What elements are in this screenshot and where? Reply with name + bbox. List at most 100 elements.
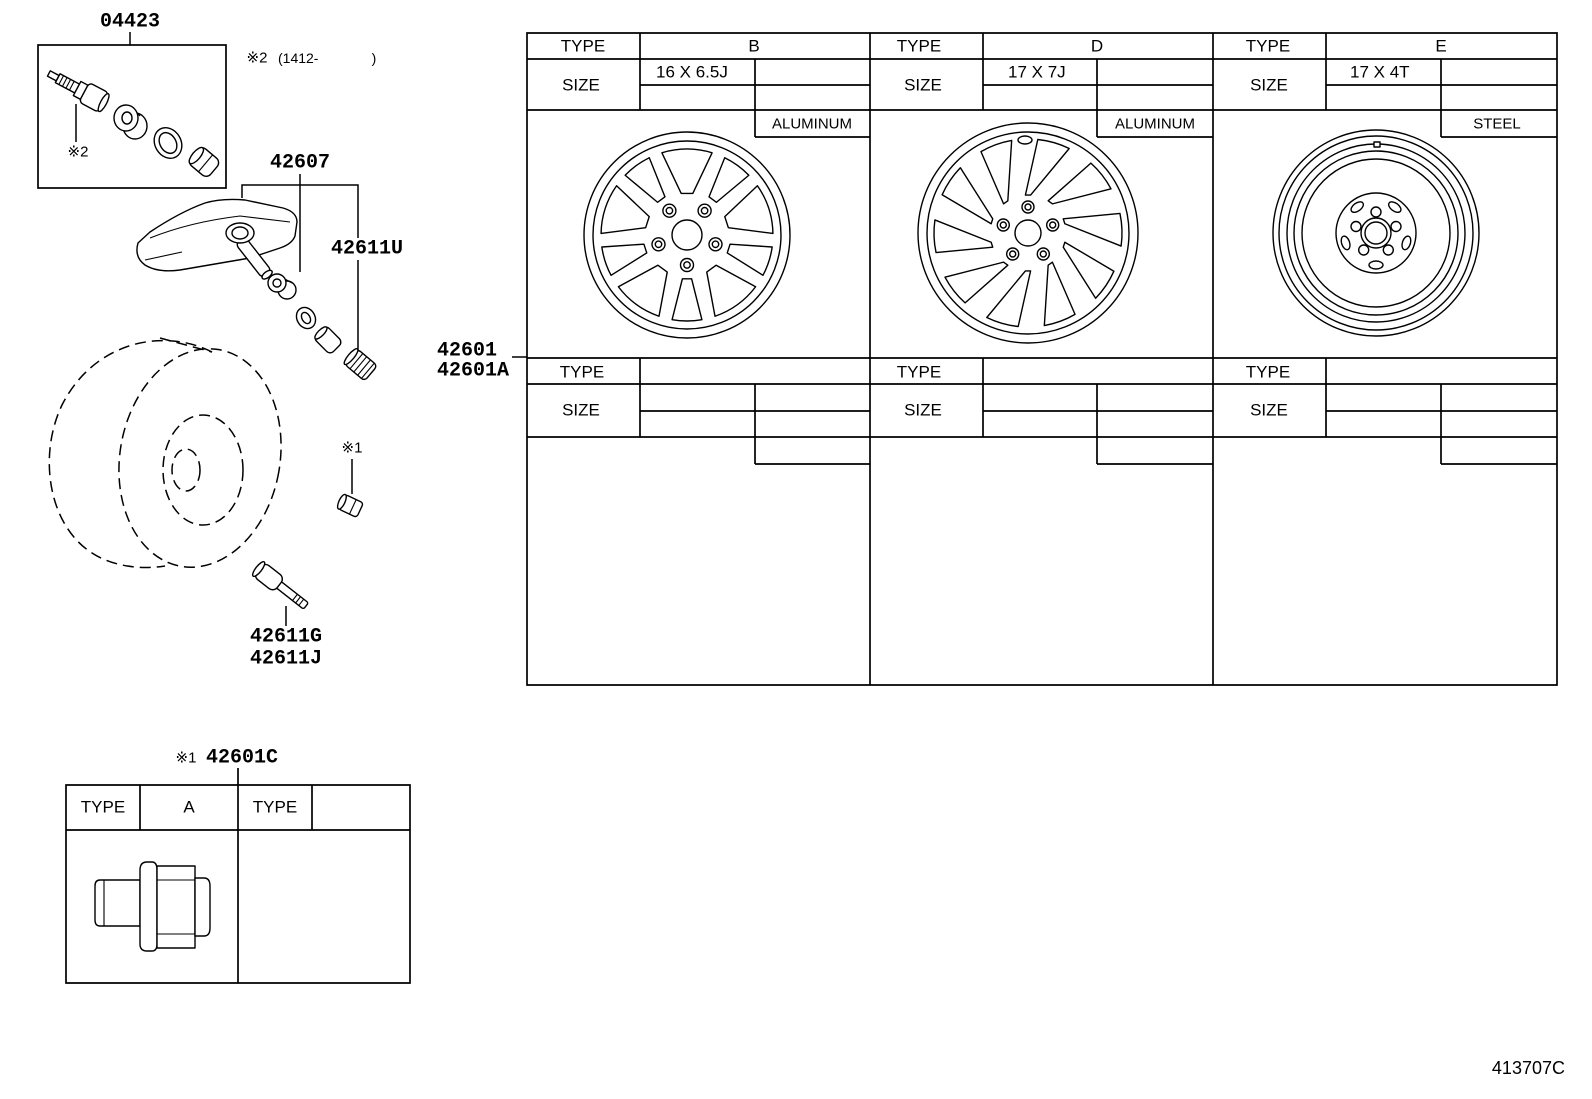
rubber-end — [251, 561, 266, 578]
lug-hole-inner — [654, 240, 663, 249]
drawing-id: 413707C — [1492, 1058, 1565, 1078]
lug-hole — [1357, 244, 1370, 256]
nut-shank — [94, 879, 141, 927]
note-mark-2: ※2 — [247, 50, 268, 67]
callout-leaders — [75, 32, 527, 626]
size-value: 16 X 6.5J — [656, 63, 728, 82]
callout-42611g: 42611G — [250, 626, 322, 649]
nut-end — [336, 493, 347, 510]
lug-hole — [1350, 220, 1362, 233]
callout-04423: 04423 — [100, 11, 160, 34]
hub-nut-drawing — [336, 493, 364, 518]
hub-nut-table-grid — [65, 768, 411, 984]
lug-hole-inner — [683, 261, 691, 269]
wheel-column-d: TYPE D SIZE 17 X 7J ALUMINUM TYPE SIZE — [897, 37, 1195, 420]
wheel-type-d-drawing — [917, 122, 1139, 344]
knurl-lines — [349, 353, 375, 379]
center-bore — [1014, 219, 1042, 247]
valve-stem-drawing — [46, 70, 110, 113]
lug-hole-inner — [700, 206, 709, 215]
tpms-sensor-drawing — [136, 198, 298, 280]
sensor-body — [136, 198, 298, 272]
wheel-type-e-drawing — [1272, 129, 1480, 337]
wheel-type-b-drawing — [583, 131, 791, 339]
vent-hole — [1387, 201, 1402, 214]
nut-hole — [121, 111, 133, 125]
type-label: TYPE — [897, 363, 941, 382]
sensor-boss-hole — [231, 226, 249, 240]
type-label: TYPE — [81, 798, 125, 817]
washer-inner — [300, 311, 312, 325]
lug-hole-inner — [999, 221, 1007, 229]
valve-washer-drawing — [153, 126, 183, 160]
size-label: SIZE — [904, 76, 942, 95]
lug-hole-inner — [1048, 221, 1057, 229]
note-mark-2-valve: ※2 — [68, 144, 89, 161]
note-date-range-close: ) — [372, 50, 377, 66]
vent-hole — [1350, 201, 1365, 214]
type-label: TYPE — [897, 37, 941, 56]
note-mark-1-nut: ※1 — [176, 750, 197, 767]
size-label: SIZE — [1250, 401, 1288, 420]
valve-cap-drawing — [188, 146, 220, 178]
callout-42601: 42601 — [437, 340, 497, 363]
cap-edge — [198, 154, 214, 173]
cap-body — [314, 326, 342, 354]
material-value: STEEL — [1473, 116, 1521, 133]
thread-lines — [292, 593, 305, 606]
sensor-body-edges — [144, 215, 291, 261]
snap-in-valve-drawing — [251, 561, 309, 610]
material-value: ALUMINUM — [772, 116, 852, 133]
hex-facets — [157, 879, 195, 935]
lug-hole-inner — [711, 240, 720, 249]
type-value: A — [183, 798, 195, 817]
type-label: TYPE — [1246, 37, 1290, 56]
thread-lines — [58, 75, 75, 91]
wheel-table-grid — [526, 32, 1558, 686]
tire-tread-edge — [159, 337, 213, 353]
type-label: TYPE — [1246, 363, 1290, 382]
hub-outline — [171, 448, 201, 492]
tire-sidewall — [118, 348, 282, 568]
size-label: SIZE — [562, 76, 600, 95]
cap-end — [314, 326, 328, 340]
lug-hole — [1390, 220, 1402, 233]
nut-flange-line — [348, 499, 357, 515]
size-label: SIZE — [562, 401, 600, 420]
callout-42611u: 42611U — [331, 238, 403, 261]
callout-42601c: 42601C — [206, 747, 278, 770]
rim-outline — [162, 414, 244, 526]
valve-base-end — [97, 92, 110, 113]
sensor-washer-drawing — [295, 306, 317, 330]
note-mark-1: ※1 — [342, 440, 363, 457]
tire-back-edge — [48, 339, 213, 569]
vent-hole — [1340, 235, 1351, 251]
tire-outline — [48, 337, 282, 569]
callout-42601a: 42601A — [437, 360, 509, 383]
lug-hole — [1370, 206, 1382, 218]
hub-nut-type-a-drawing — [94, 861, 211, 952]
valve-nut-drawing — [113, 104, 148, 140]
nut-hex — [156, 865, 196, 949]
lug-hole-inner — [665, 206, 674, 215]
material-value: ALUMINUM — [1115, 116, 1195, 133]
nut-hole — [272, 278, 282, 288]
nut-end — [194, 877, 211, 937]
type-value: B — [748, 37, 759, 56]
lug-hole-inner — [1039, 250, 1048, 258]
lug-hole-inner — [1009, 250, 1017, 258]
lug-hole — [1382, 244, 1395, 256]
lug-hole-inner — [1024, 203, 1032, 211]
cap-end — [188, 146, 205, 165]
sensor-cap-drawing — [314, 326, 342, 354]
cap-end — [343, 348, 359, 366]
center-bore — [671, 219, 703, 251]
type-value: E — [1435, 37, 1446, 56]
wheel-column-e: TYPE E SIZE 17 X 4T STEEL TYPE SIZE — [1246, 37, 1521, 420]
type-label: TYPE — [560, 363, 604, 382]
size-label: SIZE — [904, 401, 942, 420]
vent-hole — [1368, 260, 1384, 270]
callout-42607: 42607 — [270, 152, 330, 175]
vent-hole — [1401, 235, 1412, 251]
